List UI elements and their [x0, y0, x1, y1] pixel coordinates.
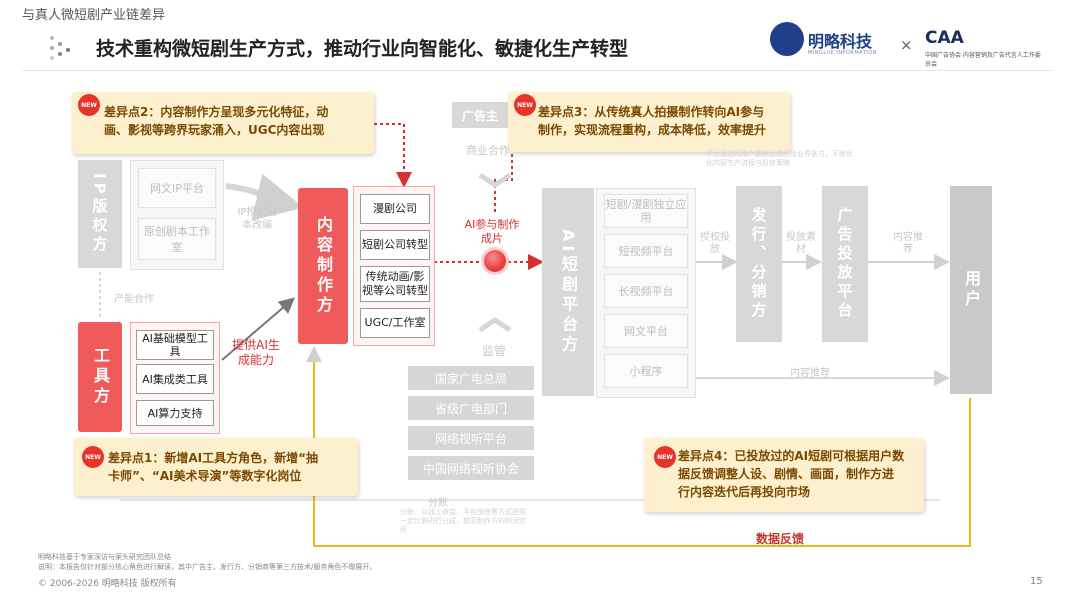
content-producer-box: 内容制作方 [298, 188, 348, 344]
tool-ai-base-model: AI基础模型工具 [136, 330, 214, 360]
regulator-network-platform: 网络视听平台 [408, 426, 534, 450]
revenue-share-label: 分账 [428, 498, 448, 509]
callout-diff-4-line2: 据反馈调整人设、剧情、画面，制作方进 [678, 467, 895, 481]
regulator-provincial: 省级广电部门 [408, 396, 534, 420]
new-badge-icon: NEW [514, 94, 536, 116]
authorization-label: 授权投放 [700, 232, 730, 255]
callout-diff-3: NEW 差异点3：从传统真人拍摄制作转向AI参与 制作，实现流程重构，成本降低，… [508, 92, 790, 152]
footer-source: 明略科技基于专家深访与案头研究团队总结 [38, 553, 171, 561]
ai-capability-label: 提供AI生成能力 [232, 338, 280, 367]
callout-diff-4-line3: 行内容迭代后再投向市场 [678, 485, 811, 499]
commercial-cooperation-label: 商业合作 [466, 144, 510, 157]
footer-copyright: © 2006-2026 明略科技 版权所有 [38, 579, 177, 589]
callout-diff-4: NEW 差异点4：已投放过的AI短剧可根据用户数 据反馈调整人设、剧情、画面，制… [644, 438, 924, 512]
ad-recommend-label: 内容推荐 [893, 232, 923, 255]
callout-diff-3-line1: 差异点3：从传统真人拍摄制作转向AI参与 [538, 105, 765, 119]
footer-note: 说明：本报告仅针对部分核心角色进行解读，其中广告主、发行方、分销商等第三方技术/… [38, 563, 377, 571]
ip-owner-box: IP版权方 [78, 160, 122, 268]
tool-ai-integration: AI集成类工具 [136, 364, 214, 394]
company-animation-film: 传统动画/影视等公司转型 [360, 266, 430, 302]
brand-subtitle: MINGLUE INFORMATION [808, 50, 877, 56]
callout-diff-2: NEW 差异点2：内容制作方呈现多元化特征，动 画、影视等跨界玩家涌入，UGC内… [72, 92, 374, 154]
ai-drama-platform-box: AI短剧平台方 [542, 188, 594, 396]
ai-participate-label: AI参与制作成片 [464, 218, 520, 245]
ai-participate-dot-icon [484, 250, 506, 272]
company-short-drama: 短剧公司转型 [360, 230, 430, 260]
platform-web-literature: 网文平台 [604, 314, 688, 348]
content-recommend-label: 内容推荐 [790, 368, 830, 379]
faded-note-top: 平台通过将用户数据反馈回给业界各方，不断优化内容生产流程与投放策略 [706, 150, 853, 167]
callout-diff-1-line2: 卡师”、“AI美术导演”等数字化岗位 [108, 469, 302, 483]
platform-short-video: 短视频平台 [604, 234, 688, 268]
ip-flow-label: IP授权剧本改编 [237, 207, 277, 231]
title-arrows-icon [50, 36, 70, 60]
company-comic-drama: 漫剧公司 [360, 194, 430, 224]
regulator-nrta: 国家广电总局 [408, 366, 534, 390]
company-ugc-studio: UGC/工作室 [360, 308, 430, 338]
tool-ai-compute: AI算力支持 [136, 400, 214, 426]
callout-diff-3-line2: 制作，实现流程重构，成本降低，效率提升 [538, 123, 767, 137]
new-badge-icon: NEW [654, 446, 676, 468]
callout-diff-2-line1: 差异点2：内容制作方呈现多元化特征，动 [104, 105, 329, 119]
platform-long-video: 长视频平台 [604, 274, 688, 308]
ip-item-original-script: 原创剧本工作室 [138, 218, 216, 260]
capacity-coop-label: 产能合作 [114, 294, 154, 305]
new-badge-icon: NEW [78, 94, 100, 116]
partner-logo: CAA [925, 28, 964, 48]
callout-diff-4-line1: 差异点4：已投放过的AI短剧可根据用户数 [678, 449, 905, 463]
platform-mini-program: 小程序 [604, 354, 688, 388]
user-box: 用户 [950, 186, 992, 394]
ip-item-web-literature: 网文IP平台 [138, 168, 216, 208]
brand-logo-icon [770, 22, 804, 56]
callout-diff-2-line2: 画、影视等跨界玩家涌入，UGC内容出现 [104, 123, 325, 137]
brand-name: 明略科技 [808, 32, 873, 51]
data-feedback-label: 数据反馈 [756, 532, 805, 546]
new-badge-icon: NEW [82, 446, 104, 468]
title-divider [22, 70, 1052, 71]
ad-platform-box: 广告投放平台 [822, 186, 868, 342]
advertiser-box: 广告主 [452, 102, 508, 128]
partner-subtitle: 中国广告协会 内容营销及广告代言人工作委员会 [925, 52, 1041, 68]
callout-diff-1-line1: 差异点1：新增AI工具方角色，新增“抽 [108, 451, 318, 465]
ad-material-label: 投放素材 [786, 232, 816, 255]
regulator-association: 中国网络视听协会 [408, 456, 534, 480]
tool-provider-box: 工具方 [78, 322, 122, 432]
faded-note-bottom: 分账：以线上收益、平台保底等方式按照一定比例进行分成，提高制作方的利润空间 [400, 508, 526, 534]
callout-diff-1: NEW 差异点1：新增AI工具方角色，新增“抽 卡师”、“AI美术导演”等数字化… [74, 438, 358, 496]
supervision-label: 监管 [482, 344, 507, 358]
page-title: 技术重构微短剧生产方式，推动行业向智能化、敏捷化生产转型 [96, 38, 629, 60]
distributor-box: 发行、分销方 [736, 186, 782, 342]
page-number: 15 [1030, 576, 1043, 587]
logo-separator: × [900, 36, 913, 54]
platform-standalone-app: 短剧/漫剧独立应用 [604, 194, 688, 228]
section-label: 与真人微短剧产业链差异 [22, 8, 166, 23]
